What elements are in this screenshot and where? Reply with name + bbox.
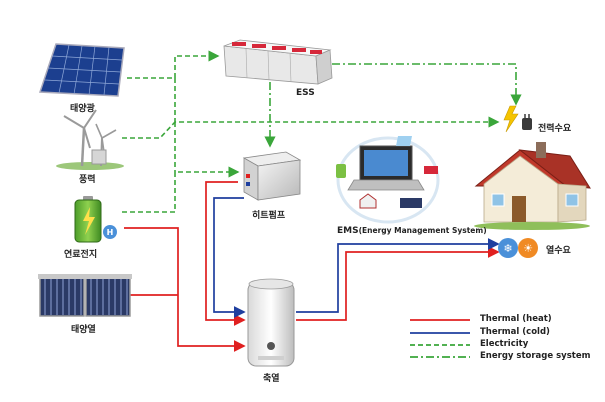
legend <box>410 319 470 358</box>
electricity-lines <box>122 50 500 213</box>
heat-demand-icon: ❄ ☀ <box>498 238 538 258</box>
ems-title: EMS <box>337 226 359 236</box>
electricity-line-wind <box>122 116 500 139</box>
solar-pv-label: 태양광 <box>70 104 95 114</box>
wind-label: 풍력 <box>79 175 96 185</box>
svg-text:H: H <box>107 228 114 237</box>
storage-tank-icon <box>247 278 295 367</box>
house-icon <box>474 142 591 230</box>
svg-text:☀: ☀ <box>523 242 533 255</box>
solar-thermal-label: 태양열 <box>71 325 96 335</box>
ems-subtitle: (Energy Management System) <box>358 226 487 235</box>
heat-line-to-demand <box>296 246 500 321</box>
ems-icon <box>336 136 440 224</box>
cold-line-to-demand <box>296 238 500 313</box>
solar-collector-icon <box>38 274 132 317</box>
electricity-line-fuelcell <box>122 166 240 213</box>
ems-label: EMS(Energy Management System) <box>337 226 487 236</box>
thermal-cold-lines <box>213 197 500 318</box>
heat-demand-label: 열수요 <box>546 246 571 256</box>
thermal-heat-lines <box>124 181 500 352</box>
fuel-cell-icon: H <box>74 196 117 243</box>
solar-panel-icon <box>38 43 125 97</box>
electricity-line-solar <box>127 50 220 79</box>
fuel-cell-label: 연료전지 <box>64 250 98 260</box>
heat-pump-icon <box>242 151 302 201</box>
legend-label-energy-storage: Energy storage system <box>480 351 591 361</box>
svg-text:❄: ❄ <box>503 242 512 255</box>
storage-line-to-demand <box>332 63 522 106</box>
cold-line-heatpump <box>213 197 246 318</box>
legend-label-thermal-cold: Thermal (cold) <box>480 327 550 337</box>
plug-icon <box>503 105 532 133</box>
ess-battery-icon <box>223 39 333 85</box>
heat-line-heatpump <box>205 181 246 326</box>
heat-pump-label: 히트펌프 <box>252 211 286 221</box>
heat-line-fuelcell <box>124 227 246 352</box>
storage-tank-label: 축열 <box>263 374 280 384</box>
ess-label: ESS <box>296 88 315 98</box>
energy-storage-lines <box>264 63 522 148</box>
legend-label-thermal-heat: Thermal (heat) <box>480 314 552 324</box>
wind-turbine-icon <box>56 109 124 170</box>
electricity-demand-label: 전력수요 <box>538 124 572 134</box>
legend-label-electricity: Electricity <box>480 339 529 349</box>
